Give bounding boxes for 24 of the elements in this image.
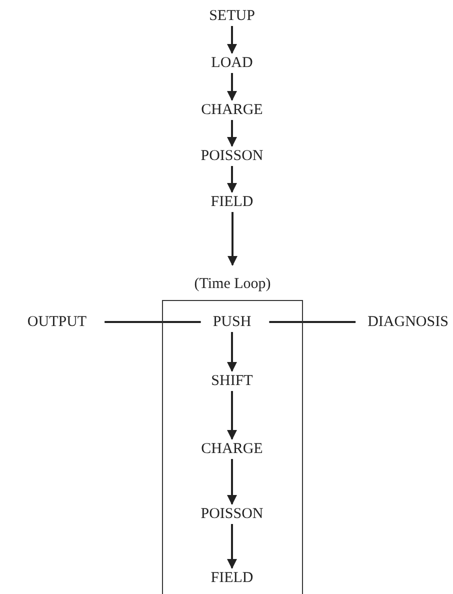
arrow	[227, 332, 237, 372]
arrow	[227, 524, 237, 569]
step-label: LOAD	[211, 54, 253, 72]
arrow	[227, 459, 237, 505]
step-label: POISSON	[200, 505, 264, 523]
step-label: FIELD	[210, 569, 254, 587]
step-label: FIELD	[210, 193, 254, 211]
connector-line	[104, 321, 201, 323]
step-label: OUTPUT	[27, 313, 87, 331]
arrow	[227, 166, 237, 193]
step-label: POISSON	[200, 147, 264, 165]
connector-line	[269, 321, 356, 323]
step-label: PUSH	[212, 313, 252, 331]
step-label: SETUP	[209, 7, 255, 25]
arrow	[227, 120, 237, 147]
step-label: CHARGE	[201, 101, 263, 119]
step-label: SHIFT	[211, 372, 253, 390]
arrow	[228, 212, 238, 266]
step-label: CHARGE	[201, 440, 263, 458]
arrow	[227, 391, 237, 440]
arrow	[227, 73, 237, 101]
loop-heading: (Time Loop)	[194, 275, 271, 293]
step-label: DIAGNOSIS	[368, 313, 448, 331]
arrow	[227, 26, 237, 54]
